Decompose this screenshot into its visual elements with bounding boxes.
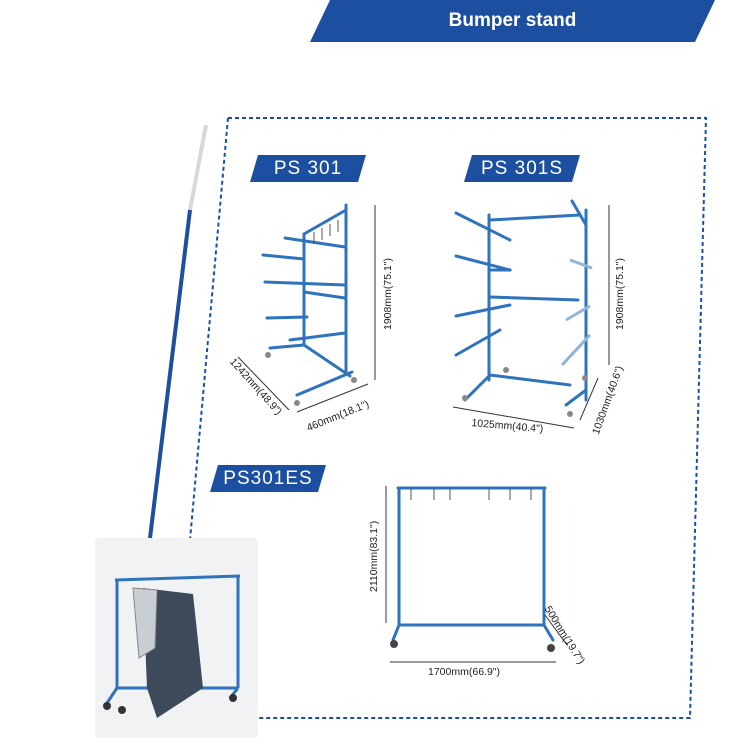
rack-with-bumpers-photo [103, 574, 241, 718]
product-label-ps301es: PS301ES [210, 465, 326, 492]
product-photo [95, 538, 258, 738]
product-label-ps301s: PS 301S [464, 155, 580, 182]
ps301es-width: 1700mm(66.9") [428, 666, 501, 678]
header-banner: Bumper stand [310, 0, 715, 42]
product-label-ps301: PS 301 [250, 155, 366, 182]
ps301es-height: 2110mm(83.1") [368, 520, 380, 592]
page-title: Bumper stand [448, 10, 577, 31]
